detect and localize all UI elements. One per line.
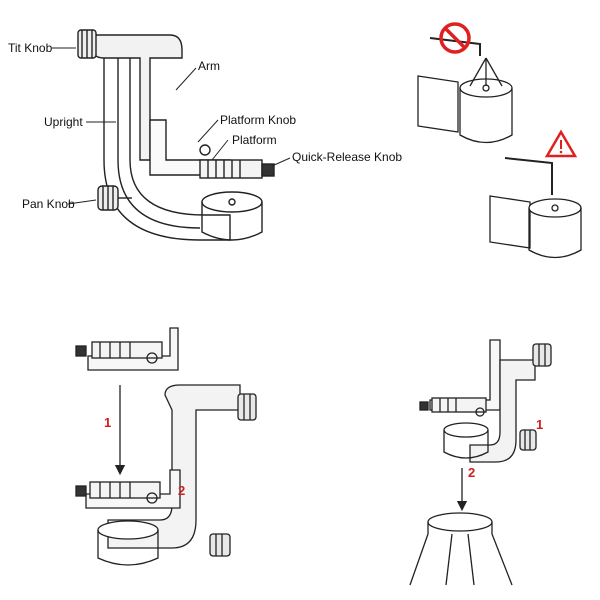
upright-label: Upright — [44, 115, 83, 129]
pan-knob-label: Pan Knob — [22, 197, 75, 211]
mount-step-1: 1 — [104, 415, 112, 430]
prohibited-mount-diagram — [417, 37, 513, 144]
warning-triangle-icon — [544, 129, 578, 158]
quick-release-knob-icon — [261, 163, 275, 177]
tripod-mount-diagram — [409, 339, 552, 586]
platform-knob-label: Platform Knob — [220, 113, 297, 127]
tripod-step-2: 2 — [468, 465, 476, 480]
prohibited-icon — [439, 22, 471, 54]
label-leaders — [52, 47, 291, 205]
plate-mount-diagram — [75, 327, 257, 566]
mount-step-2: 2 — [178, 483, 186, 498]
platform-label: Platform — [232, 133, 277, 147]
allowed-mount-diagram — [489, 157, 582, 259]
tilt-knob-icon — [77, 29, 97, 59]
tilt-knob-label: Tit Knob — [8, 41, 53, 55]
labeled-gimbal-head — [77, 29, 275, 241]
arm-label: Arm — [198, 59, 220, 73]
quick-release-knob-label: Quick-Release Knob — [292, 150, 403, 164]
pan-knob-icon — [97, 185, 132, 211]
tripod-step-1: 1 — [536, 417, 544, 432]
